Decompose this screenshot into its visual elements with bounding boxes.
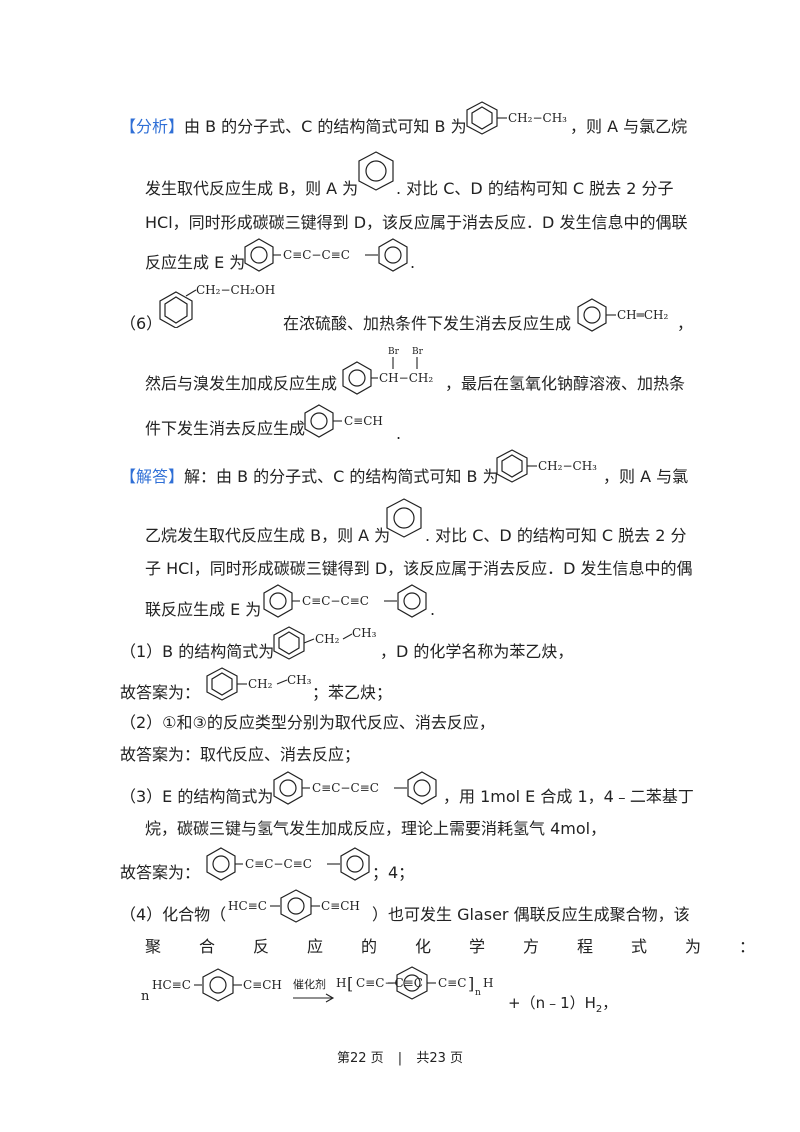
q1-text-b: ，D 的化学名称为苯乙炔， (380, 642, 574, 661)
diphenyl-diyne-structure-2: C≡C−C≡C (263, 584, 427, 618)
svg-text:[: [ (347, 974, 353, 993)
solution-line1: 【解答】解：由 B 的分子式、C 的结构简式可知 B 为 (120, 466, 499, 488)
solution-line3: 子 HCl，同时形成碳碳三键得到 D，该反应属于消去反应．D 发生信息中的偶 (145, 559, 693, 578)
p6-text-e: 件下发生消去反应生成 (145, 419, 306, 438)
q4-polymer-h-right: H (483, 976, 493, 990)
q4-byproduct-sub: 2 (595, 1004, 603, 1015)
solution-tag: 【解答】 (120, 467, 185, 486)
q4-hcc-label: HC≡C (228, 899, 267, 913)
benzene-structure (358, 151, 394, 191)
ethyl-label-2: CH₂−CH₃ (538, 459, 597, 473)
q3-diyne-label: C≡C−C≡C (312, 781, 379, 795)
dibromo-structure: Br Br CH−CH₂ (342, 347, 433, 395)
solution-text: 解：由 B 的分子式、C 的结构简式可知 B 为 (184, 467, 499, 486)
br-label-1: Br (388, 347, 400, 357)
benzene-structure-2 (386, 498, 422, 538)
footer-total: 共23 页 (416, 1051, 464, 1066)
solution-line2a: 乙烷发生取代反应生成 B，则 A 为 (145, 526, 391, 545)
solution-line1b: ，则 A 与氯 (603, 467, 689, 486)
svg-text:C≡C: C≡C (438, 976, 466, 990)
diyne-label: C≡C−C≡C (283, 248, 350, 262)
page-footer: 第22 页 | 共23 页 (0, 1047, 800, 1066)
q3-text-c: 烷，碳碳三键与氢气发生加成反应，理论上需要消耗氢气 4mol， (145, 819, 607, 838)
q4-text-c: 聚合反应的化学方程式为： (145, 937, 794, 956)
ethylbenzene-structure: CH₂−CH₃ (466, 101, 567, 135)
solution-line4b: . (430, 600, 436, 619)
q1-answer-b: ；苯乙炔； (312, 683, 393, 702)
analysis-tag: 【分析】 (120, 117, 185, 136)
q4-byproduct-end: ， (602, 994, 618, 1012)
q2-text: （2）①和③的反应类型分别为取代反应、消去反应， (120, 713, 495, 732)
q1-answer-ethylbenzene: CH₂ CH₃ (206, 667, 312, 701)
q3-answer-diphenyl-diyne: C≡C−C≡C (206, 847, 370, 881)
analysis-line3: HCl，同时形成碳碳三键得到 D，该反应属于消去反应．D 发生信息中的偶联 (145, 213, 688, 232)
diyne-label-2: C≡C−C≡C (302, 594, 369, 608)
ch2oh-label: CH₂−CH₂OH (196, 283, 275, 297)
q4-polymer-n: n (475, 988, 481, 998)
q2-answer: 故答案为：取代反应、消去反应； (120, 745, 361, 764)
phenylethanol-structure: CH₂−CH₂OH (159, 283, 275, 328)
q4-catalyst-label: 催化剂 (293, 978, 326, 991)
analysis-line1b: ，则 A 与氯乙烷 (570, 117, 688, 136)
analysis-line1: 【分析】由 B 的分子式、C 的结构简式可知 B 为 (120, 116, 467, 138)
solution-line4a: 联反应生成 E 为 (145, 600, 262, 619)
analysis-line2b: . 对比 C、D 的结构可知 C 脱去 2 分子 (396, 179, 674, 198)
q4-monomer-hcc: HC≡C (152, 978, 191, 992)
footer-page: 第22 页 (336, 1051, 384, 1066)
ethylbenzene-structure-2: CH₂−CH₃ (496, 449, 597, 483)
q1-text-a: （1）B 的结构简式为 (120, 642, 275, 661)
q4-monomer: HC≡C C≡CH (152, 968, 282, 1002)
q1-ethylbenzene: CH₂ CH₃ (273, 626, 377, 660)
p6-text-d: ，最后在氢氧化钠醇溶液、加热条 (445, 374, 686, 393)
vinyl-label: CH═CH₂ (617, 308, 669, 322)
q4-byproduct-text: +（n﹣1）H (508, 994, 596, 1012)
p6-text-f: . (396, 424, 402, 443)
solution-line2b: . 对比 C、D 的结构可知 C 脱去 2 分 (425, 526, 687, 545)
q4-byproduct: +（n﹣1）H2， (508, 992, 617, 1021)
q4-polymer: H [ C≡C−C≡C C≡C ] n H (336, 966, 493, 1000)
p6-text-c: 然后与溴发生加成反应生成 (145, 374, 338, 393)
q1-answer-ch3: CH₃ (287, 673, 312, 687)
analysis-line2a: 发生取代反应生成 B，则 A 为 (145, 179, 359, 198)
diphenyl-diyne-structure: C≡C−C≡C (244, 238, 408, 272)
q1-answer-a: 故答案为： (120, 683, 201, 702)
q1-ch2: CH₂ (315, 632, 340, 646)
q4-cch-label: C≡CH (321, 899, 360, 913)
p6-text-b: ， (677, 314, 694, 333)
analysis-text: 由 B 的分子式、C 的结构简式可知 B 为 (184, 117, 467, 136)
q4-diethynylbenzene: HC≡C C≡CH (228, 889, 360, 923)
ethyl-label: CH₂−CH₃ (508, 111, 567, 125)
q3-text-b: ，用 1mol E 合成 1，4﹣二苯基丁 (443, 787, 694, 806)
q4-text-a: （4）化合物（ (120, 905, 227, 924)
p6-label: （6） (120, 314, 163, 333)
q3-answer-a: 故答案为： (120, 863, 201, 882)
q4-polymer-h-left: H (336, 976, 346, 990)
q4-coefficient-n: n (141, 989, 150, 1004)
analysis-line4b: . (410, 253, 416, 272)
chch2-label: CH−CH₂ (379, 371, 433, 385)
q3-text-a: （3）E 的结构简式为 (120, 787, 274, 806)
q4-reaction-arrow (293, 993, 335, 1003)
q1-ch3: CH₃ (352, 626, 377, 640)
q4-monomer-cch: C≡CH (243, 978, 282, 992)
phenylacetylene-structure: C≡CH (304, 404, 383, 438)
svg-text:]: ] (468, 974, 474, 993)
footer-separator: | (397, 1051, 403, 1066)
p6-text-a: 在浓硫酸、加热条件下发生消去反应生成 (283, 314, 572, 333)
q4-text-b: ）也可发生 Glaser 偶联反应生成聚合物，该 (372, 905, 690, 924)
q3-diphenyl-diyne: C≡C−C≡C (273, 771, 437, 805)
q3-answer-diyne-label: C≡C−C≡C (245, 857, 312, 871)
br-label-2: Br (412, 347, 424, 357)
analysis-line4a: 反应生成 E 为 (145, 253, 246, 272)
q3-answer-b: ；4； (372, 863, 415, 882)
cch-label: C≡CH (344, 414, 383, 428)
styrene-structure: CH═CH₂ (577, 298, 669, 332)
q1-answer-ch2: CH₂ (248, 677, 273, 691)
